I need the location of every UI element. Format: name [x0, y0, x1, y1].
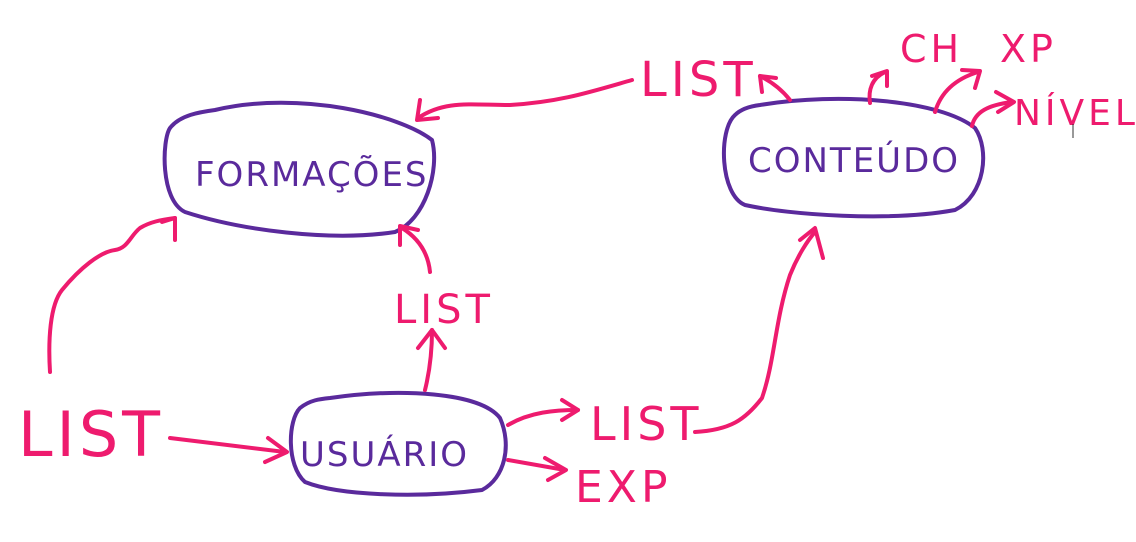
- label-exp: EXP: [575, 462, 671, 513]
- arrow-list-left-to-usuario: [168, 436, 287, 454]
- arrow-usuario-to-list-right: [506, 408, 580, 427]
- label-ch: CH: [900, 27, 963, 71]
- arrow-list-left-to-formacoes: [47, 216, 177, 374]
- arrow-usuario-to-list-middle: [423, 328, 434, 392]
- formacoes-label: FORMAÇÕES: [195, 154, 429, 195]
- arrow-list-top-to-formacoes: [416, 78, 634, 120]
- arrowhead-ch: [870, 69, 889, 88]
- node-formacoes: FORMAÇÕES: [162, 100, 437, 238]
- conteudo-label: CONTEÚDO: [748, 140, 960, 181]
- usuario-outline: [288, 391, 508, 497]
- arrowhead-formacoes-bottom-left: [160, 216, 177, 242]
- conteudo-outline: [721, 96, 986, 219]
- node-conteudo: CONTEÚDO: [721, 96, 986, 219]
- arrowhead-usuario-left: [263, 436, 289, 464]
- label-list-middle: LIST: [394, 287, 494, 333]
- arrow-list-middle-to-formacoes: [400, 226, 432, 274]
- arrow-usuario-to-exp: [506, 458, 567, 472]
- formacoes-outline: [162, 100, 437, 238]
- label-nivel: NÍVEL: [1014, 92, 1136, 134]
- arrowhead-list-top: [758, 74, 778, 94]
- label-list-right: LIST: [590, 397, 703, 451]
- usuario-label: USUÁRIO: [300, 434, 469, 475]
- arrowhead-conteudo-bottom: [798, 226, 825, 260]
- arrowhead-formacoes-top: [415, 98, 440, 122]
- arrow-conteudo-to-xp: [933, 70, 980, 114]
- arrow-conteudo-to-nivel: [970, 100, 1014, 128]
- label-xp: XP: [1000, 27, 1057, 71]
- arrowhead-formacoes-bottom: [398, 224, 420, 247]
- label-list-top: LIST: [640, 52, 757, 108]
- arrowhead-exp: [543, 456, 568, 482]
- arrow-list-right-to-conteudo: [693, 230, 817, 434]
- arrowhead-xp: [960, 68, 982, 90]
- arrowhead-nivel: [994, 90, 1016, 114]
- node-usuario: USUÁRIO: [288, 391, 508, 497]
- arrowhead-list-middle: [416, 328, 447, 350]
- arrowhead-list-right: [560, 398, 580, 422]
- label-list-left: LIST: [18, 398, 164, 471]
